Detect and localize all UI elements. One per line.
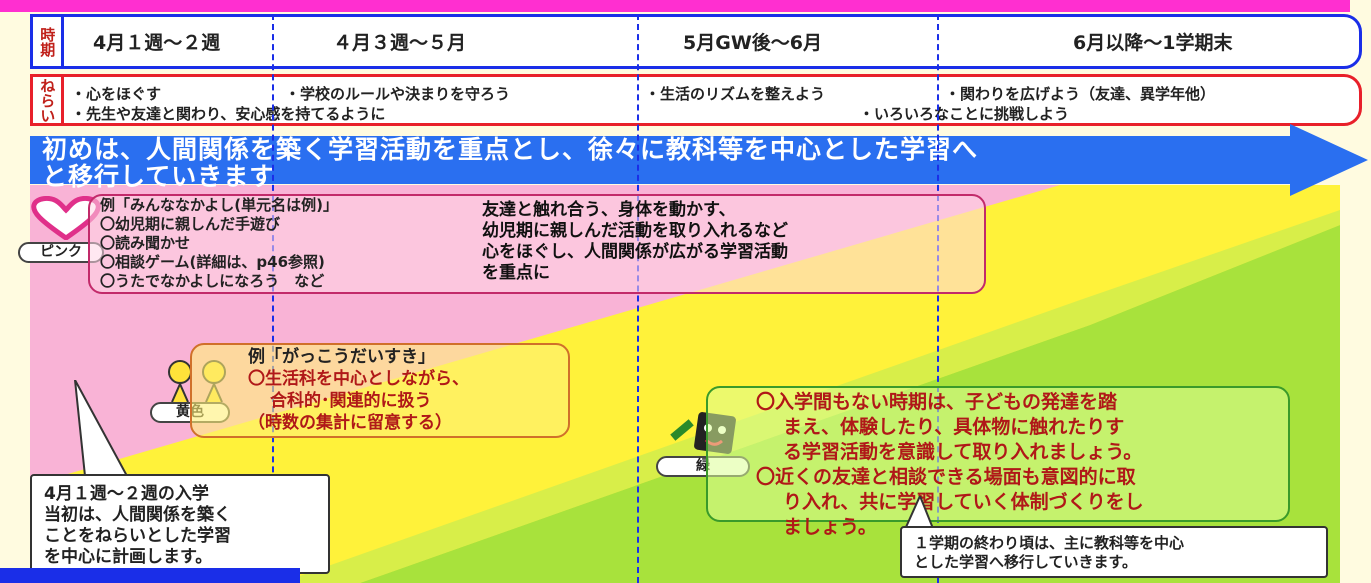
pink-box: [88, 194, 986, 294]
callout-left-4: を中心に計画します。: [44, 547, 213, 567]
callout-left-3: ことをねらいとした学習: [44, 526, 231, 546]
pink-item-3: 〇読み聞かせ: [100, 234, 191, 252]
callout-right-2: とした学習へ移行していきます。: [914, 553, 1138, 571]
green-box: [706, 386, 1290, 522]
period-tag: 時期: [30, 14, 64, 69]
arrow-text-1: 初めは、人間関係を築く学習活動を重点とし、徐々に教科等を中心とした学習へ: [42, 135, 979, 164]
pink-focus: 友達と触れ合う、身体を動かす、 幼児期に親しんだ活動を取り入れるなど 心をほぐし…: [482, 200, 788, 284]
pink-focus-1: 友達と触れ合う、身体を動かす、: [482, 200, 736, 220]
yellow-item-2: 〇生活科を中心としながら、: [248, 369, 469, 389]
period-2: ４月３週～５月: [333, 32, 467, 54]
aim-4: ・関わりを広げよう（友達、異学年他）: [945, 85, 1216, 103]
arrow-text-2: と移行していきます: [42, 162, 276, 191]
pink-items: 例「みんななかよし(単元名は例)」 〇幼児期に親しんだ手遊び 〇読み聞かせ 〇相…: [100, 196, 338, 291]
green-items: 〇入学間もない時期は、子どもの発達を踏 まえ、体験したり、具体物に触れたりす る…: [756, 390, 1144, 540]
callout-left-2: 当初は、人間関係を築く: [44, 505, 231, 525]
callout-left-tail: [74, 380, 129, 476]
period-3: 5月GW後～6月: [683, 32, 822, 54]
pink-item-2: 〇幼児期に親しんだ手遊び: [100, 215, 281, 233]
yellow-items: 例「がっこうだいすき」 〇生活科を中心としながら、 合科的･関連的に扱う （時数…: [248, 346, 469, 434]
green-item-4: 〇近くの友達と相談できる場面も意図的に取: [756, 466, 1136, 488]
aim-2: ・学校のルールや決まりを守ろう: [285, 85, 511, 103]
aim-6: ・いろいろなことに挑戦しよう: [859, 105, 1070, 123]
yellow-item-4: （時数の集計に留意する）: [248, 413, 452, 433]
pink-focus-4: を重点に: [482, 263, 550, 283]
green-item-5: り入れ、共に学習していく体制づくりをし: [783, 491, 1144, 513]
pink-item-1: 例「みんななかよし(単元名は例)」: [100, 196, 338, 214]
pink-focus-3: 心をほぐし、人間関係が広がる学習活動: [482, 242, 788, 262]
aim-row: ねらい ・心をほぐす ・学校のルールや決まりを守ろう ・生活のリズムを整えよう …: [30, 74, 1362, 126]
yellow-item-3: 合科的･関連的に扱う: [270, 391, 432, 411]
top-accent-bar: [0, 0, 1350, 12]
callout-right: １学期の終わり頃は、主に教科等を中心 とした学習へ移行していきます。: [900, 526, 1328, 578]
transition-arrow: [30, 124, 1368, 196]
yellow-item-1: 例「がっこうだいすき」: [248, 347, 435, 367]
divider-2: [637, 14, 639, 583]
callout-left-1: 4月１週～２週の入学: [44, 484, 209, 504]
green-item-3: る学習活動を意識して取り入れましょう。: [783, 441, 1143, 463]
green-item-1: 〇入学間もない時期は、子どもの発達を踏: [756, 391, 1118, 413]
period-1: 4月１週～２週: [93, 32, 221, 54]
aim-tag: ねらい: [30, 74, 64, 126]
aim-1: ・心をほぐす: [71, 85, 162, 103]
period-row: 時期 4月１週～２週 ４月３週～５月 5月GW後～6月 6月以降～1学期末: [30, 14, 1362, 69]
pink-label: ピンク: [18, 242, 104, 263]
divider-1: [272, 14, 274, 583]
green-item-2: まえ、体験したり、具体物に触れたりす: [783, 416, 1125, 438]
period-4: 6月以降～1学期末: [1073, 32, 1233, 54]
yellow-box: [190, 343, 570, 438]
green-item-6: ましょう。: [783, 516, 877, 538]
aim-3: ・生活のリズムを整えよう: [645, 85, 826, 103]
callout-right-1: １学期の終わり頃は、主に教科等を中心: [914, 534, 1185, 552]
callout-left: 4月１週～２週の入学 当初は、人間関係を築く ことをねらいとした学習 を中心に計…: [30, 474, 330, 574]
pink-focus-2: 幼児期に親しんだ活動を取り入れるなど: [482, 221, 788, 241]
pink-item-4: 〇相談ゲーム(詳細は、p46参照): [100, 253, 325, 271]
divider-3: [937, 14, 939, 583]
bottom-bar: [0, 568, 300, 583]
aim-5: ・先生や友達と関わり、安心感を持てるように: [71, 105, 386, 123]
pink-item-5: 〇うたでなかよしになろう など: [100, 272, 325, 290]
